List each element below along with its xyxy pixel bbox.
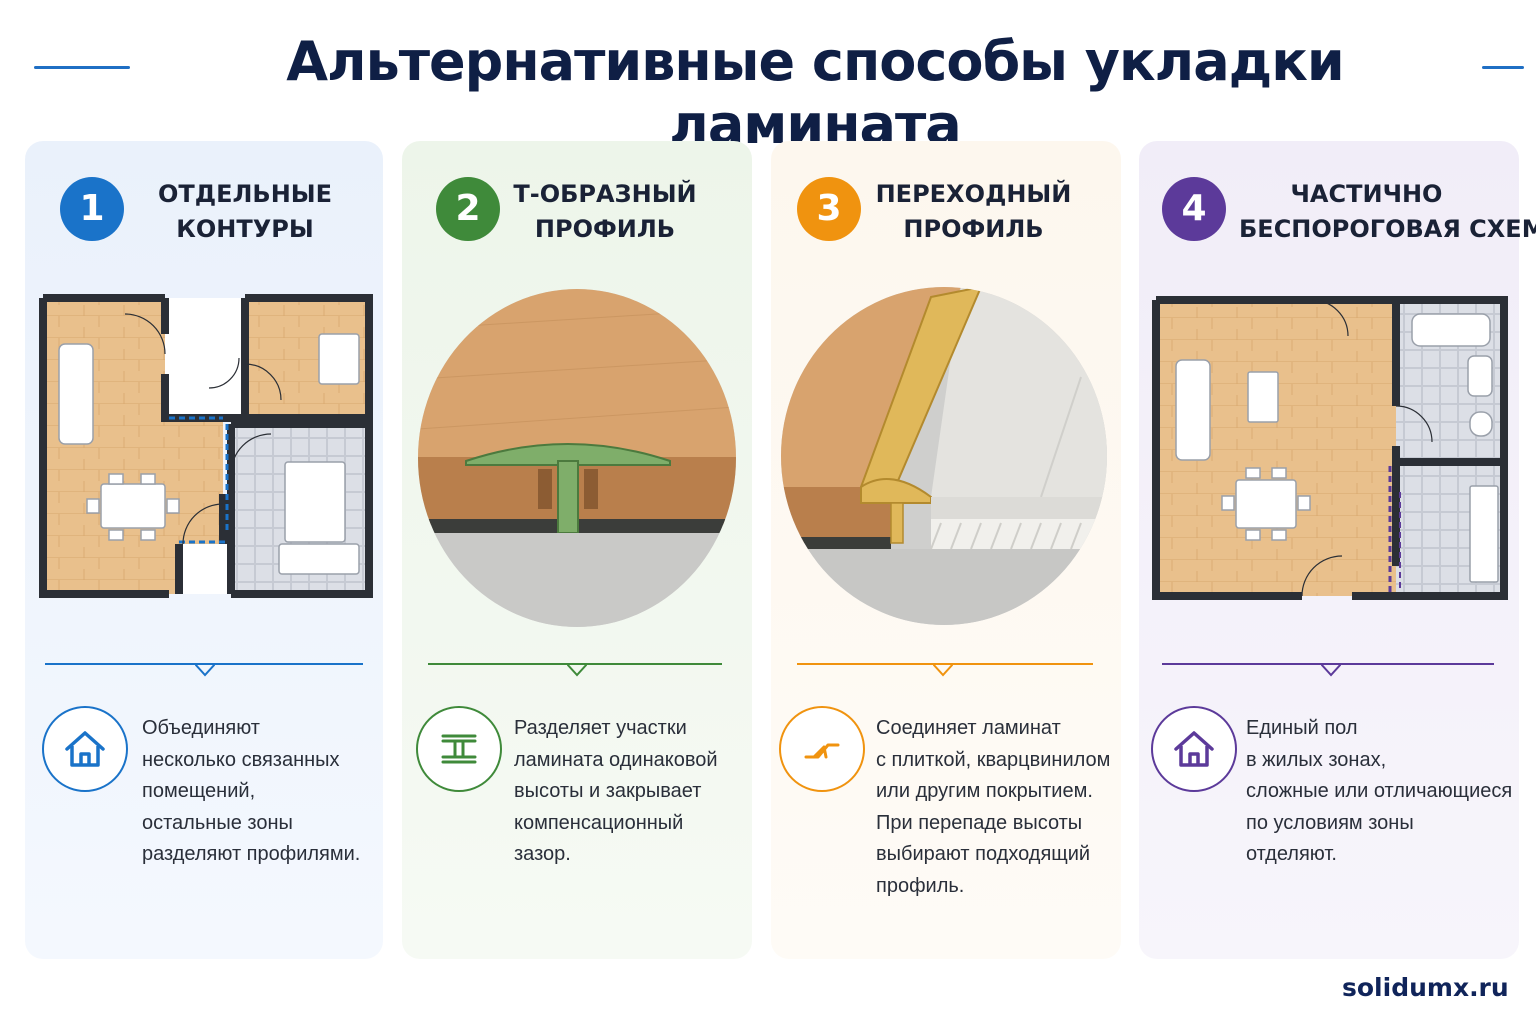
step-number-badge: 4 (1162, 177, 1226, 241)
site-url[interactable]: solidumx.ru (1342, 973, 1509, 1002)
card-heading: ОТДЕЛЬНЫЕ КОНТУРЫ (157, 180, 333, 243)
section-divider (45, 663, 363, 665)
step-number-badge: 3 (797, 177, 861, 241)
card-separate-contours: 1 ОТДЕЛЬНЫЕ КОНТУРЫ (25, 141, 383, 959)
icon-badge (779, 706, 865, 792)
card-description: Объединяют несколько связанных помещений… (142, 717, 361, 865)
chevron-down-icon (933, 663, 953, 677)
chevron-down-icon (1321, 663, 1341, 677)
floor-plan-separate-rooms (39, 294, 373, 598)
card-t-profile: 2 Т-ОБРАЗНЫЙ ПРОФИЛЬ Разделяет участки (402, 141, 752, 959)
step-number-badge: 2 (436, 177, 500, 241)
section-divider (797, 663, 1093, 665)
t-profile-cross-section (418, 289, 736, 627)
section-divider (1162, 663, 1494, 665)
card-partially-thresholdless: 4 ЧАСТИЧНО БЕСПОРОГОВАЯ СХЕМА (1139, 141, 1536, 959)
icon-badge (42, 706, 128, 792)
card-heading: Т-ОБРАЗНЫЙ ПРОФИЛЬ (513, 180, 697, 243)
icon-badge (416, 706, 502, 792)
house-icon (1174, 731, 1214, 767)
t-profile-icon (441, 734, 477, 764)
card-transition-profile: 3 ПЕРЕХОДНЫЙ ПРОФИЛЬ Соединяет ламинат (771, 141, 1121, 959)
house-icon (65, 731, 105, 767)
page-title: Альтернативные способы укладки ламината (286, 30, 1345, 156)
title-decoration-right (1482, 66, 1524, 69)
transition-profile-cross-section (781, 287, 1107, 625)
card-description: Единый пол в жилых зонах, сложные или от… (1246, 717, 1513, 865)
card-heading: ЧАСТИЧНО БЕСПОРОГОВАЯ СХЕМА (1239, 180, 1536, 243)
card-description: Соединяет ламинат с плиткой, кварцвинило… (876, 717, 1111, 897)
card-description: Разделяет участки ламината одинаковой вы… (514, 717, 718, 865)
title-decoration-left (34, 66, 130, 69)
step-number-badge: 1 (60, 177, 124, 241)
chevron-down-icon (195, 663, 215, 677)
transition-profile-icon (804, 743, 840, 759)
floor-plan-open-space (1152, 296, 1508, 600)
chevron-down-icon (567, 663, 587, 677)
section-divider (428, 663, 722, 665)
card-heading: ПЕРЕХОДНЫЙ ПРОФИЛЬ (875, 180, 1072, 243)
icon-badge (1151, 706, 1237, 792)
